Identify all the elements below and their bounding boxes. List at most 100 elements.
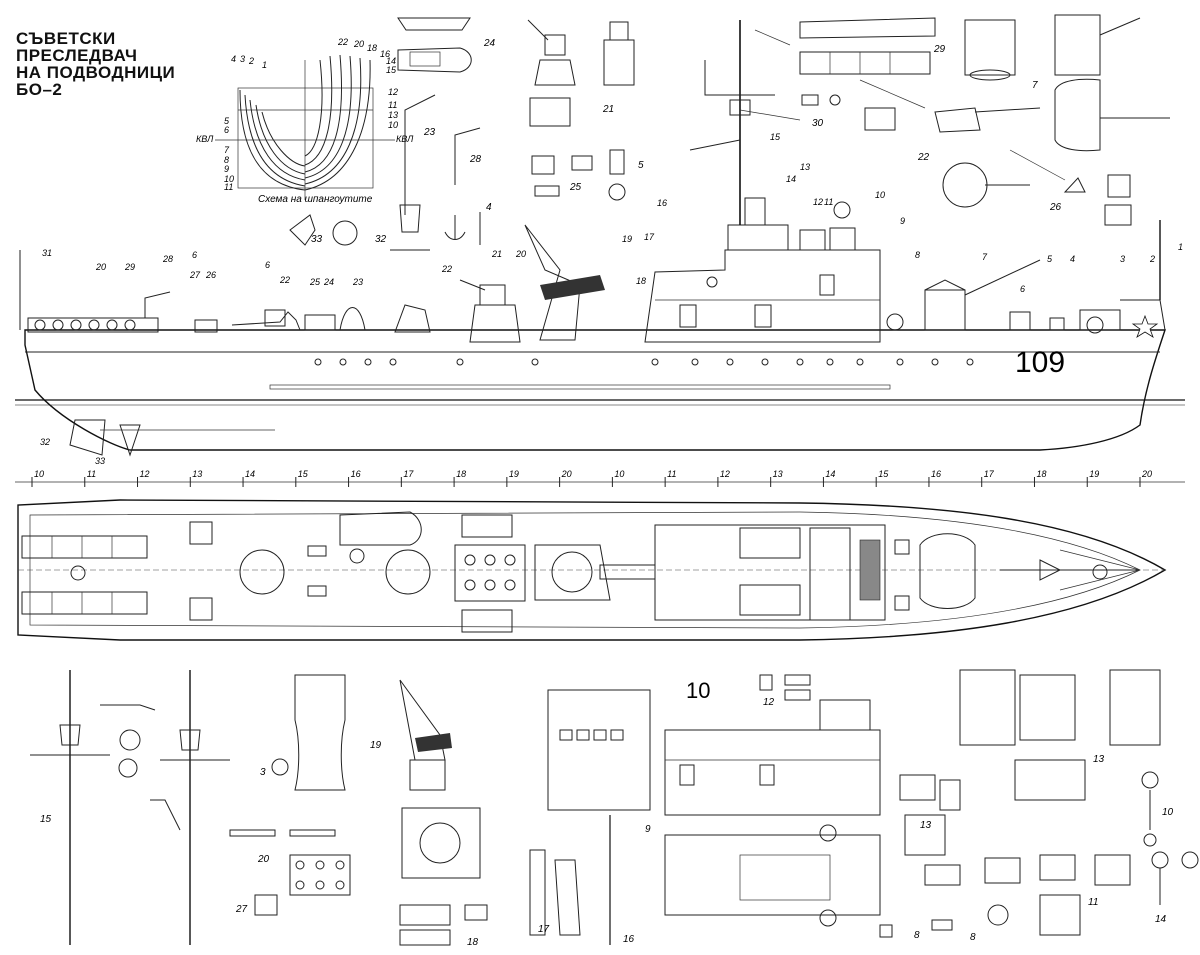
hull-number: 109 bbox=[1015, 346, 1065, 379]
station-label: 14 bbox=[825, 469, 835, 479]
detail-numeral-10: 10 bbox=[686, 678, 710, 703]
station-label: 11 bbox=[87, 469, 96, 479]
station-label: 10 bbox=[614, 469, 624, 479]
station-label: 18 bbox=[456, 469, 466, 479]
station-label: 18 bbox=[1036, 469, 1046, 479]
callout: 17 bbox=[644, 232, 655, 242]
callout: 29 bbox=[124, 262, 135, 272]
callout: 20 bbox=[257, 854, 270, 865]
callout: 23 bbox=[352, 277, 363, 287]
body-plan-caption: Схема на шпангоутите bbox=[258, 194, 373, 205]
body-plan-label: 13 bbox=[388, 110, 398, 120]
station-label: 16 bbox=[351, 469, 361, 479]
top-detail-parts bbox=[289, 17, 635, 251]
title-line-3: НА ПОДВОДНИЦИ bbox=[16, 63, 176, 82]
callout: 6 bbox=[265, 260, 270, 270]
station-label: 20 bbox=[561, 469, 572, 479]
callout: 18 bbox=[636, 276, 646, 286]
callout: 23 bbox=[423, 127, 436, 138]
callout: 10 bbox=[1162, 807, 1174, 818]
callout: 27 bbox=[189, 270, 201, 280]
callout: 16 bbox=[657, 198, 667, 208]
callout: 7 bbox=[982, 252, 988, 262]
body-plan-label: 4 bbox=[231, 54, 236, 64]
callout: 30 bbox=[812, 118, 824, 129]
body-plan-label: 16 bbox=[380, 49, 390, 59]
callout: 20 bbox=[515, 249, 526, 259]
callout: 28 bbox=[469, 154, 482, 165]
callout: 1 bbox=[1178, 242, 1183, 252]
callout: 24 bbox=[323, 277, 334, 287]
callout: 4 bbox=[1070, 254, 1075, 264]
station-label: 14 bbox=[245, 469, 255, 479]
callout: 17 bbox=[538, 924, 550, 935]
callout: 22 bbox=[441, 264, 452, 274]
callout: 9 bbox=[900, 216, 905, 226]
callout: 8 bbox=[915, 250, 920, 260]
body-plan-label: 1 bbox=[262, 60, 267, 70]
body-plan-label: 9 bbox=[224, 164, 229, 174]
callout: 31 bbox=[42, 248, 52, 258]
station-label: 10 bbox=[34, 469, 44, 479]
callout: 24 bbox=[483, 38, 496, 49]
callout: 20 bbox=[95, 262, 106, 272]
station-label: 20 bbox=[1141, 469, 1152, 479]
callout: 29 bbox=[933, 44, 946, 55]
callout: 33 bbox=[95, 456, 105, 466]
callout: 19 bbox=[622, 234, 632, 244]
station-label: 15 bbox=[878, 469, 889, 479]
body-plan-label: 12 bbox=[388, 87, 398, 97]
callout: 5 bbox=[1047, 254, 1053, 264]
body-plan-label: 11 bbox=[224, 182, 233, 192]
callout: 14 bbox=[1155, 914, 1167, 925]
station-label: 15 bbox=[298, 469, 309, 479]
callout: 13 bbox=[920, 820, 932, 831]
callout: 8 bbox=[970, 932, 976, 943]
drawing-title: СЪВЕТСКИ ПРЕСЛЕДВАЧ НА ПОДВОДНИЦИ БО–2 bbox=[16, 30, 175, 98]
body-plan-label: 22 bbox=[337, 37, 348, 47]
callout: 8 bbox=[914, 930, 920, 941]
body-plan-label: КВЛ bbox=[196, 134, 214, 144]
callout: 15 bbox=[40, 814, 52, 825]
callout: 12 bbox=[763, 697, 775, 708]
body-plan-label: 14 bbox=[386, 56, 396, 66]
callout: 14 bbox=[786, 174, 796, 184]
callout: 26 bbox=[1049, 202, 1062, 213]
callout: 11 bbox=[824, 197, 833, 207]
side-elevation: 109 bbox=[15, 20, 1185, 457]
body-plan-label: 18 bbox=[367, 43, 377, 53]
callout: 33 bbox=[311, 234, 323, 245]
station-label: 17 bbox=[984, 469, 995, 479]
side-callouts: 31 20 29 28 6 27 26 6 22 25 24 23 22 21 … bbox=[40, 132, 1183, 466]
bottom-detail-parts: 10 bbox=[30, 669, 1199, 946]
callout: 9 bbox=[645, 824, 651, 835]
callout: 3 bbox=[260, 767, 266, 778]
station-label: 13 bbox=[773, 469, 783, 479]
station-label: 19 bbox=[509, 469, 519, 479]
callout: 19 bbox=[370, 740, 382, 751]
title-line-2: ПРЕСЛЕДВАЧ bbox=[16, 46, 138, 65]
body-plan: 4 3 2 1 22 20 18 16 14 12 10 11 13 15 КВ… bbox=[196, 37, 414, 205]
body-plan-label: 8 bbox=[224, 155, 229, 165]
body-plan-label: 5 bbox=[224, 116, 230, 126]
title-line-4: БО–2 bbox=[16, 80, 63, 99]
station-label: 19 bbox=[1089, 469, 1099, 479]
callout: 32 bbox=[40, 437, 50, 447]
body-plan-label: 3 bbox=[240, 54, 245, 64]
callout: 6 bbox=[192, 250, 197, 260]
callout: 12 bbox=[813, 197, 823, 207]
callout: 32 bbox=[375, 234, 387, 245]
callout: 28 bbox=[162, 254, 173, 264]
callout: 6 bbox=[1020, 284, 1025, 294]
callout: 13 bbox=[800, 162, 810, 172]
station-label: 12 bbox=[720, 469, 730, 479]
station-label: 11 bbox=[667, 469, 676, 479]
station-label: 12 bbox=[140, 469, 150, 479]
body-plan-label: 10 bbox=[224, 174, 234, 184]
callout: 7 bbox=[1032, 80, 1038, 91]
callout: 25 bbox=[309, 277, 321, 287]
top-right-detail-parts bbox=[754, 14, 1170, 226]
